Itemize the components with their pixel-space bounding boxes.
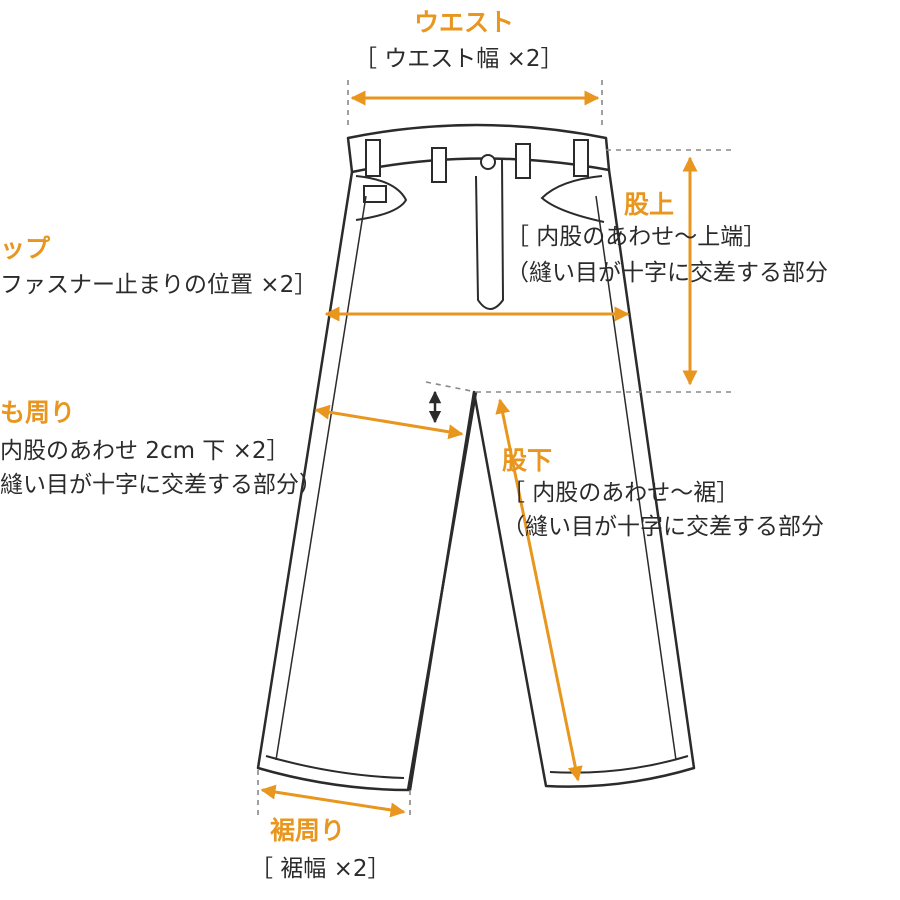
measurement-arrows	[260, 90, 698, 818]
rise-title: 股上	[624, 190, 675, 219]
fly-stitch	[475, 159, 504, 310]
thigh-offset-guide	[425, 381, 477, 393]
pockets	[355, 175, 605, 223]
left-front-pocket	[355, 175, 408, 221]
left-hem-line	[265, 755, 405, 779]
hip-subtitle: ファスナー止まりの位置 ×2］	[0, 272, 318, 298]
waist-title: ウエスト	[414, 8, 515, 37]
thigh-subtitle-1: 内股のあわせ 2cm 下 ×2］	[0, 438, 290, 464]
pants-silhouette	[256, 169, 696, 792]
waist-subtitle: ［ ウエスト幅 ×2］	[354, 46, 564, 72]
coin-pocket	[363, 185, 387, 203]
belt-loop-center-left	[431, 147, 447, 183]
rise-subtitle-1: ［ 内股のあわせ〜上端］	[506, 224, 767, 250]
left-inseam-line	[406, 391, 478, 791]
belt-loop-left	[365, 139, 381, 177]
inseam-subtitle-1: ［ 内股のあわせ〜裾］	[502, 480, 740, 506]
inseam-title: 股下	[502, 446, 553, 475]
thigh-title: も周り	[0, 398, 76, 427]
hem-subtitle: ［ 裾幅 ×2］	[250, 856, 391, 882]
thigh-subtitle-2: 縫い目が十字に交差する部分）	[0, 472, 322, 498]
belt-loop-center-right	[515, 143, 531, 179]
right-side-stitch	[595, 195, 677, 761]
hem-title: 裾周り	[270, 816, 346, 845]
right-front-pocket	[540, 175, 605, 223]
right-hem-line	[549, 755, 689, 774]
guide-lines	[257, 80, 735, 820]
rise-subtitle-2: （縫い目が十字に交差する部分	[506, 260, 828, 286]
hip-title: ップ	[0, 234, 51, 263]
waistband	[346, 123, 611, 174]
thigh-arrow	[314, 404, 464, 440]
hem-arrow	[260, 784, 406, 818]
belt-loop-right	[573, 139, 589, 177]
inseam-subtitle-2: （縫い目が十字に交差する部分	[502, 514, 824, 540]
left-side-stitch	[275, 195, 367, 761]
belt-loops	[365, 139, 589, 183]
inseam-arrow	[495, 398, 583, 782]
waist-button	[480, 154, 496, 170]
